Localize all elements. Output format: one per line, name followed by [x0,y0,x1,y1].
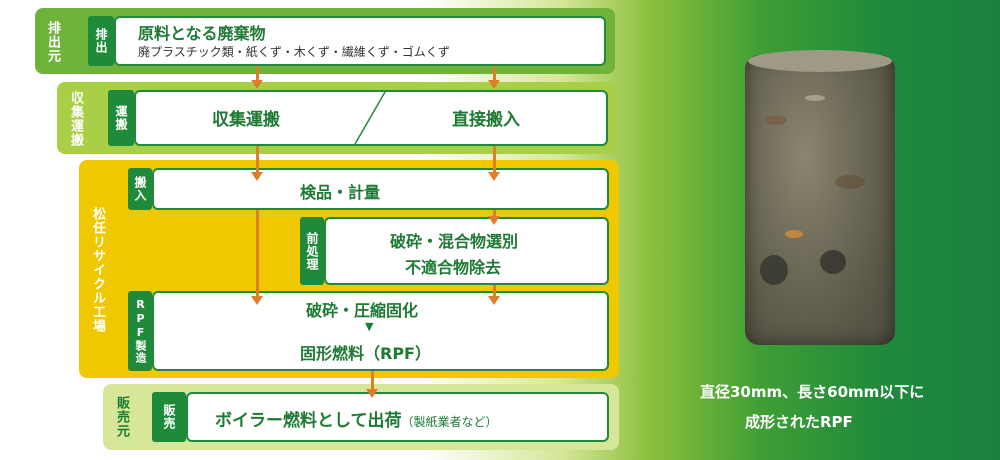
source-subtitle: 廃プラスチック類・紙くず・木くず・繊維くず・ゴムくず [138,43,450,60]
inspect-label: 検品・計量 [300,179,380,203]
flow-arrow-6-head [488,216,500,225]
flow-arrow-3-line [256,146,259,172]
pre-line2: 不適合物除去 [405,254,501,278]
rpf-product-top [748,50,892,72]
flow-arrow-4-line [493,146,496,172]
collect-label: 収集運搬 [212,105,280,130]
caption-line2: 成形されたRPF [745,411,853,432]
divider-slash [350,90,390,146]
flow-arrow-5-head [251,296,263,305]
rpf-line2: 固形燃料（RPF） [300,340,431,364]
rpf-down-arrow: ▼ [365,320,373,333]
stage-label-shushu: 収集運搬 [68,86,82,152]
sale-main: ボイラー燃料として出荷（製紙業者など） [215,406,498,431]
sale-main-text: ボイラー燃料として出荷 [215,411,402,431]
flow-arrow-7-line [493,285,496,296]
rpf-line1: 破砕・圧縮固化 [306,297,418,321]
tag-haishutsu: 排出 [88,16,114,66]
flow-arrow-5-line [256,210,259,296]
box-inspection [152,168,609,210]
stage-label-factory: 松任リサイクル工場 [90,190,104,350]
flow-arrow-2-line [493,66,496,80]
flow-arrow-8-head [366,389,378,398]
tag-hanbai: 販売 [152,392,186,442]
tag-rpf: RPF製造 [128,291,152,371]
tag-shori: 前処理 [300,217,324,285]
flow-arrow-3-head [251,172,263,181]
flow-arrow-8-line [371,371,374,389]
stage-label-haishutsumoto: 排出元 [45,14,59,70]
stage-label-hanbaimoto: 販売元 [114,388,128,446]
caption-line1: 直径30mm、長さ60mm以下に [700,381,924,402]
tag-unpan: 運搬 [108,90,134,146]
flow-arrow-4-head [488,172,500,181]
sale-sub-text: （製紙業者など） [402,415,498,429]
flow-arrow-7-head [488,296,500,305]
tag-hannyu: 搬入 [128,168,152,210]
source-title: 原料となる廃棄物 [138,20,266,44]
flow-arrow-1-line [256,66,259,80]
rpf-product-image [745,55,895,345]
direct-label: 直接搬入 [452,105,520,130]
flow-arrow-1-head [251,80,263,89]
flow-arrow-2-head [488,80,500,89]
pre-line1: 破砕・混合物選別 [390,228,518,252]
